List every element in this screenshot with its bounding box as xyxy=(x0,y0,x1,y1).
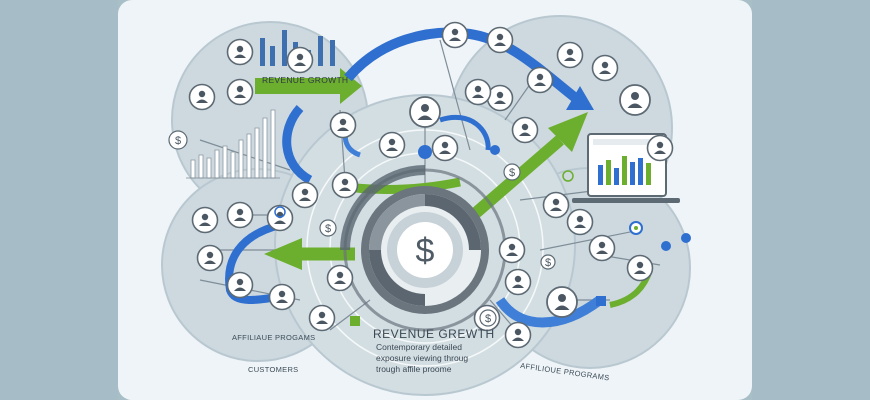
svg-text:$: $ xyxy=(545,257,551,269)
center-subtitle-line: Contemporary detailed xyxy=(376,342,462,352)
accent-dots xyxy=(274,145,691,326)
center-hub xyxy=(361,186,489,314)
left-margin xyxy=(0,0,118,400)
top-arrow-label: REVENUE GROWTH xyxy=(262,75,349,85)
center-subtitle: Contemporary detailed exposure viewing t… xyxy=(376,342,468,375)
customers-label: CUSTOMERS xyxy=(248,365,299,374)
svg-text:$: $ xyxy=(175,135,181,147)
center-subtitle-line: trough affile proome xyxy=(376,364,452,374)
monitor-icon xyxy=(572,133,680,203)
svg-text:$: $ xyxy=(325,223,331,235)
left-bar-chart xyxy=(186,109,280,179)
dollar-nodes: $ $ $ $ $ xyxy=(168,130,556,327)
right-margin xyxy=(752,0,870,400)
center-subtitle-line: exposure viewing throug xyxy=(376,353,469,363)
svg-text:$: $ xyxy=(509,167,515,179)
center-title: REVENUE GREWTH xyxy=(373,327,495,341)
svg-text:$: $ xyxy=(485,313,491,325)
affiliate-programs-left-label: AFFILIAUE PROGAMS xyxy=(232,333,316,342)
dollar-icon: $ xyxy=(416,232,435,270)
